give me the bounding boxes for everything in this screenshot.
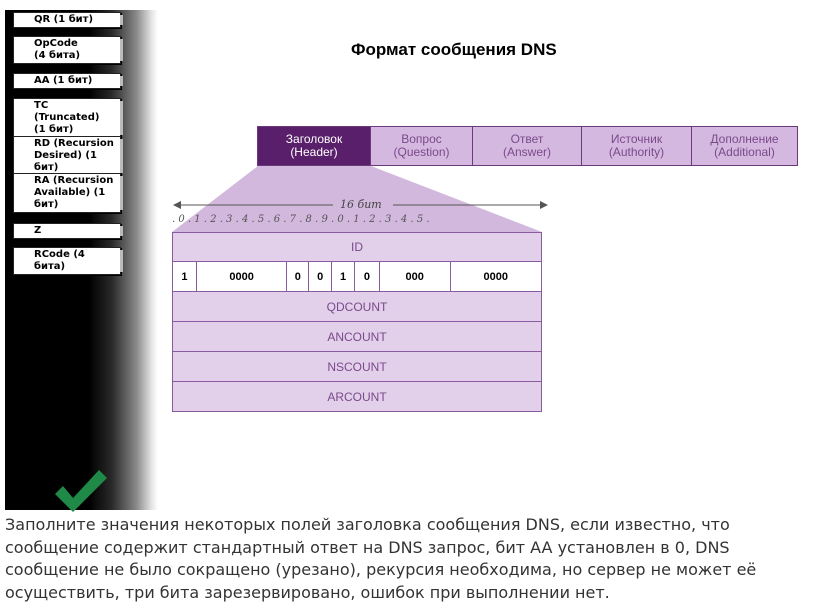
field-tag-rcode[interactable]: RCode (4 бита) [13,247,124,275]
section-question[interactable]: Вопрос (Question) [370,126,473,166]
check-icon[interactable] [53,468,109,514]
field-tag-qr[interactable]: QR (1 бит) [13,12,124,28]
field-palette: QR (1 бит) OpCode (4 бита) AA (1 бит) TC… [5,10,158,512]
row-qdcount: QDCOUNT [172,292,542,322]
field-tag-rd[interactable]: RD (Recursion Desired) (1 бит) [13,136,124,176]
flag-rcode-cell[interactable]: 0000 [483,270,508,283]
section-authority[interactable]: Источник (Authority) [581,126,692,166]
header-table: ID 1 0000 0 0 1 0 000 0000 QDCOUNT ANCOU… [172,232,542,412]
bit-width-label: 16 бит [340,198,382,211]
row-ancount: ANCOUNT [172,322,542,352]
message-sections: Заголовок (Header) Вопрос (Question) Отв… [257,126,798,166]
field-tag-aa[interactable]: AA (1 бит) [13,73,124,89]
flag-ra-cell[interactable]: 0 [355,262,380,291]
flag-rd-cell[interactable]: 1 [332,262,356,291]
section-additional[interactable]: Дополнение (Additional) [691,126,798,166]
section-header[interactable]: Заголовок (Header) [257,126,371,166]
flag-qr-cell[interactable]: 1 [173,262,197,291]
row-nscount: NSCOUNT [172,352,542,382]
field-tag-tc[interactable]: TC (Truncated) (1 бит) [13,98,124,138]
flag-z-cell[interactable]: 000 [380,262,451,291]
field-tag-z[interactable]: Z [13,223,124,239]
row-flags: 1 0000 0 0 1 0 000 0000 [172,262,542,292]
field-tag-opcode[interactable]: OpCode (4 бита) [13,36,124,64]
row-id: ID [172,232,542,262]
task-description: Заполните значения некоторых полей загол… [5,515,757,602]
field-tag-ra[interactable]: RA (Recursion Available) (1 бит) [13,173,124,213]
flag-opcode-cell[interactable]: 0000 [197,262,288,291]
section-answer[interactable]: Ответ (Answer) [472,126,582,166]
row-arcount: ARCOUNT [172,382,542,412]
flag-tc-cell[interactable]: 0 [309,262,333,291]
bit-numbers: . 0 . 1 . 2 . 3 . 4 . 5 . 6 . 7 . 8 . 9 … [172,214,430,225]
flag-aa-cell[interactable]: 0 [287,262,310,291]
diagram-title: Формат сообщения DNS [351,40,557,59]
